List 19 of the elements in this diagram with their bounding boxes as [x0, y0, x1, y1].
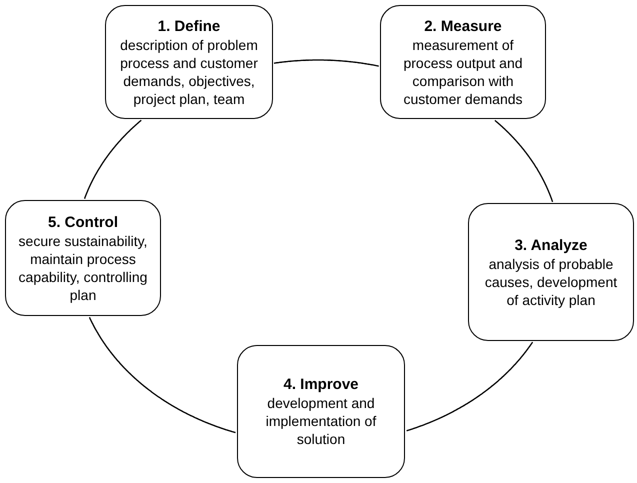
cycle-arc [494, 120, 554, 202]
step-description: measurement of process output and comparison with customer demands [402, 36, 524, 108]
process-box [237, 345, 405, 478]
step-title: 3. Analyze [514, 236, 588, 254]
step-description: description of problem process and customer demands, objectives, project plan, team [119, 36, 259, 108]
process-box [105, 5, 273, 119]
step-description: secure sustainability, maintain process capability, controlling plan [18, 232, 148, 304]
cycle-arc [406, 342, 534, 432]
cycle-arc [88, 317, 236, 434]
step-title: 1. Define [158, 16, 220, 36]
step-description: development and implementation of solution [264, 394, 378, 448]
step-description: analysis of probable causes, development of activity plan [484, 254, 618, 308]
step-title: 2. Measure [424, 16, 502, 36]
process-box [5, 200, 161, 316]
process-box [468, 203, 634, 341]
cycle-arc [274, 59, 379, 67]
step-title: 5. Control [48, 212, 118, 232]
step-title: 4. Improve [283, 375, 359, 394]
process-box [380, 5, 546, 119]
